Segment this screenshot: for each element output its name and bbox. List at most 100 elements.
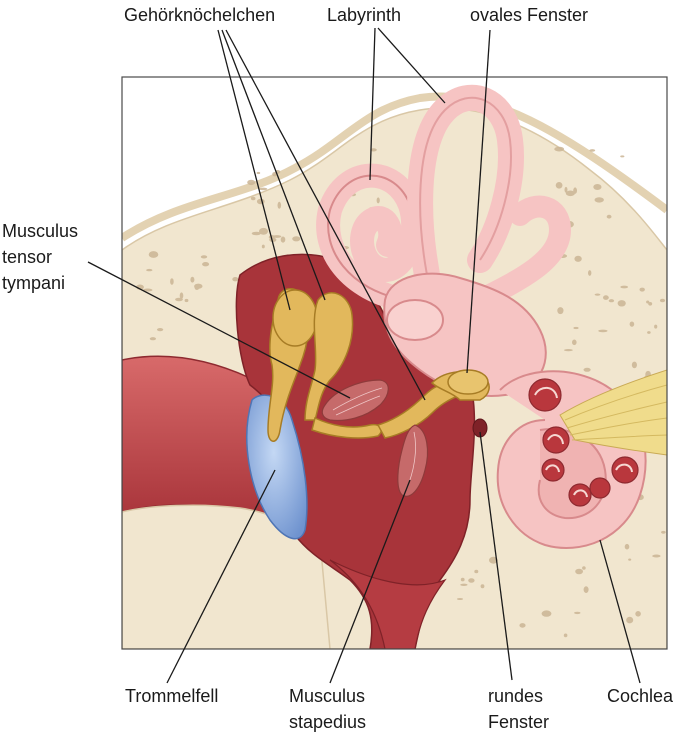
eardrum (246, 394, 308, 540)
bone-pore (261, 244, 265, 249)
leader-lines (87, 27, 641, 684)
bone-pore (583, 367, 591, 372)
bone-pore (142, 288, 153, 292)
cranial-surface (122, 92, 667, 242)
leader-ossicles-3 (225, 29, 426, 401)
bone-pore (250, 196, 256, 201)
bone-pore (583, 586, 589, 593)
bone-pore (563, 349, 573, 352)
tensor-tympani-muscle (321, 379, 389, 422)
bone-pore (589, 149, 596, 152)
bone-pore (617, 300, 626, 307)
label-stapedius-1: Musculus (289, 686, 365, 706)
bone-pore (460, 577, 465, 582)
label-labyrinth: Labyrinth (327, 5, 401, 25)
leader-labyrinth-2 (377, 27, 446, 104)
bone-pore (202, 262, 210, 267)
bone-pore (557, 307, 564, 315)
eustachian-tube (329, 559, 447, 649)
bone-pore (575, 568, 583, 575)
bone-pore (489, 556, 498, 564)
bone-pore (554, 146, 565, 152)
bone-pore (272, 235, 282, 238)
nerve-fibers (564, 384, 667, 441)
bone-pore (190, 276, 195, 283)
bone-pore (149, 337, 156, 341)
leader-round-window (479, 431, 513, 681)
bone-pore (148, 251, 159, 258)
label-ossicles: Gehörknöchelchen (124, 5, 275, 25)
bone-pore (582, 566, 586, 570)
bone-pore (555, 182, 563, 189)
bone-pore (256, 171, 261, 175)
bone-pore (626, 616, 634, 624)
bone-pore (594, 293, 601, 296)
bone-pore (280, 236, 286, 243)
bone-pore (519, 623, 526, 628)
bone-pore (292, 236, 301, 242)
bone-pore (184, 298, 189, 303)
bone-pore (661, 530, 666, 534)
bone-pore (564, 186, 568, 193)
frame-border (121, 76, 668, 650)
label-stapedius-2: stapedius (289, 712, 366, 732)
bone-pore (468, 578, 475, 583)
leader-stapedius (329, 479, 411, 684)
illustration-frame (122, 77, 667, 649)
bone-pore (247, 179, 256, 186)
bone-pore (573, 326, 579, 330)
bone-pore (175, 297, 183, 302)
leader-eardrum (166, 469, 276, 684)
bone-pore (370, 148, 377, 152)
bone-pore (654, 324, 658, 329)
bone-pore (639, 287, 645, 292)
label-tensor-tympani-2: tensor (2, 247, 52, 267)
bone-pore (652, 554, 661, 558)
leader-tensor-tympani (87, 261, 351, 399)
bone-pore (565, 190, 576, 197)
label-cochlea: Cochlea (607, 686, 674, 706)
bone-pore (474, 569, 479, 574)
oval-window (447, 369, 489, 395)
bone-pore (593, 184, 602, 190)
bone-pore (146, 268, 153, 272)
bone-pore (635, 611, 641, 617)
bone-pore (460, 583, 468, 586)
leader-ossicles-1 (217, 29, 291, 311)
bone-pore (624, 543, 630, 550)
label-round-window-2: Fenster (488, 712, 549, 732)
bone-pore (200, 255, 208, 259)
bone-pore (648, 302, 653, 306)
bone-pore (659, 298, 666, 303)
cochlear-nerve (559, 369, 667, 456)
label-oval-window: ovales Fenster (470, 5, 588, 25)
bone-pore (574, 611, 581, 615)
bone-pore (647, 331, 651, 334)
bone-pore (251, 231, 261, 236)
bone-pore (620, 155, 625, 158)
bone-pore (179, 292, 184, 299)
stapedius-muscle (397, 424, 429, 497)
bone-pore (541, 610, 552, 617)
bone-pore (646, 300, 650, 304)
leader-oval-window (466, 29, 491, 374)
label-eardrum: Trommelfell (125, 686, 218, 706)
bone-pore (259, 187, 268, 191)
bone-pore (598, 329, 608, 333)
label-round-window-1: rundes (488, 686, 543, 706)
bone-pore (194, 283, 203, 289)
bone-pore (572, 339, 577, 346)
bone-pore (608, 299, 615, 303)
bone-pore (256, 198, 265, 205)
labels: Gehörknöchelchen Labyrinth ovales Fenste… (2, 5, 674, 732)
bone-pore (232, 277, 239, 282)
bone-pore (594, 197, 604, 203)
bone-pore (157, 328, 164, 332)
bone-pore (480, 584, 485, 589)
bone-pore (277, 201, 282, 209)
leader-ossicles-2 (221, 29, 326, 301)
bone-pore (629, 321, 635, 327)
bone-pore (631, 361, 638, 369)
labyrinth (316, 84, 572, 397)
